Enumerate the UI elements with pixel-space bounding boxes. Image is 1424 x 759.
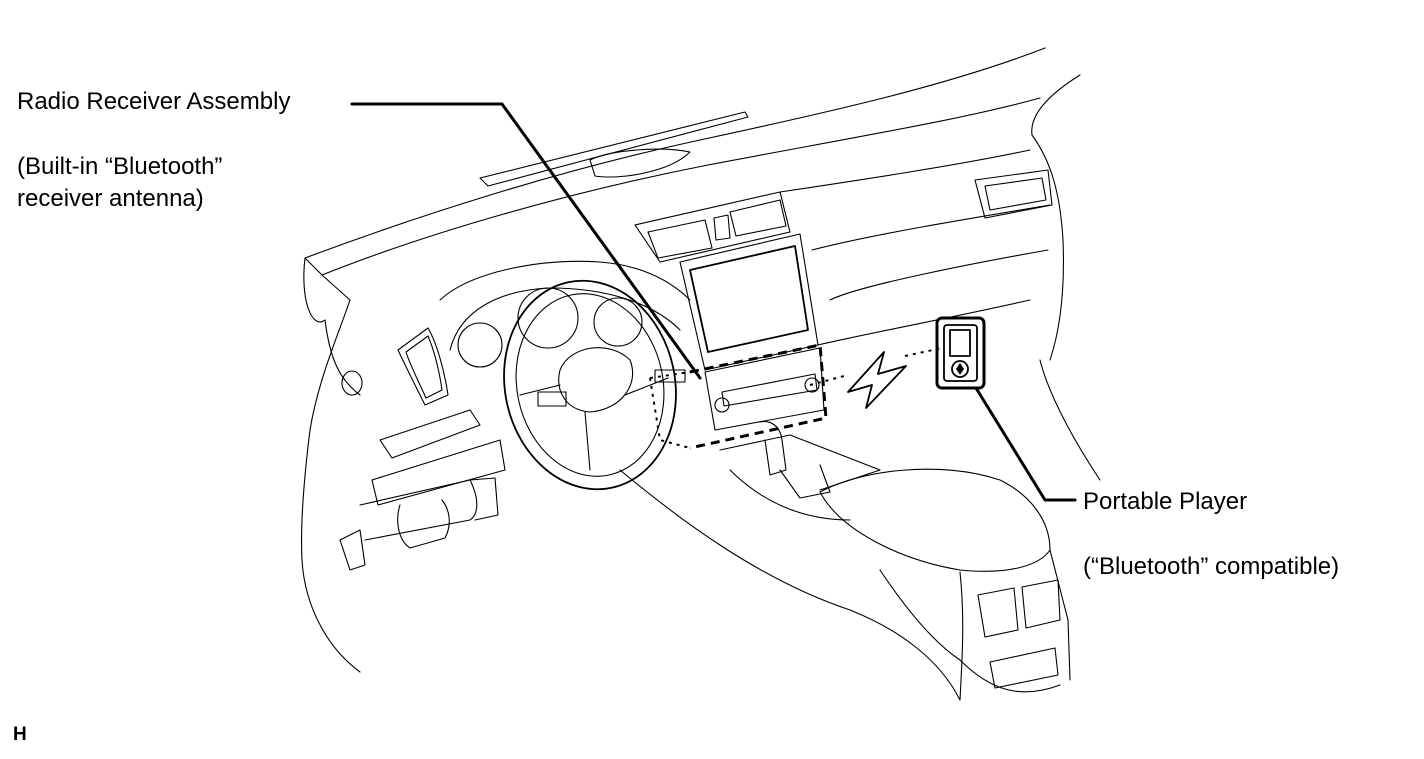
portable-player-leader-line [974, 386, 1077, 502]
radio-receiver-label: Radio Receiver Assembly [17, 88, 291, 115]
wireless-signal-icon [809, 347, 943, 409]
radio-receiver-note-line1: (Built-in “Bluetooth” [17, 153, 223, 180]
portable-player-icon [935, 316, 986, 390]
radio-receiver-note-line2: receiver antenna) [17, 185, 204, 212]
radio-receiver-leader-line [350, 102, 702, 380]
dashboard-outline [301, 47, 1101, 701]
portable-player-note: (“Bluetooth” compatible) [1083, 553, 1340, 580]
portable-player-label: Portable Player [1083, 488, 1248, 515]
figure-code: H [13, 724, 27, 745]
